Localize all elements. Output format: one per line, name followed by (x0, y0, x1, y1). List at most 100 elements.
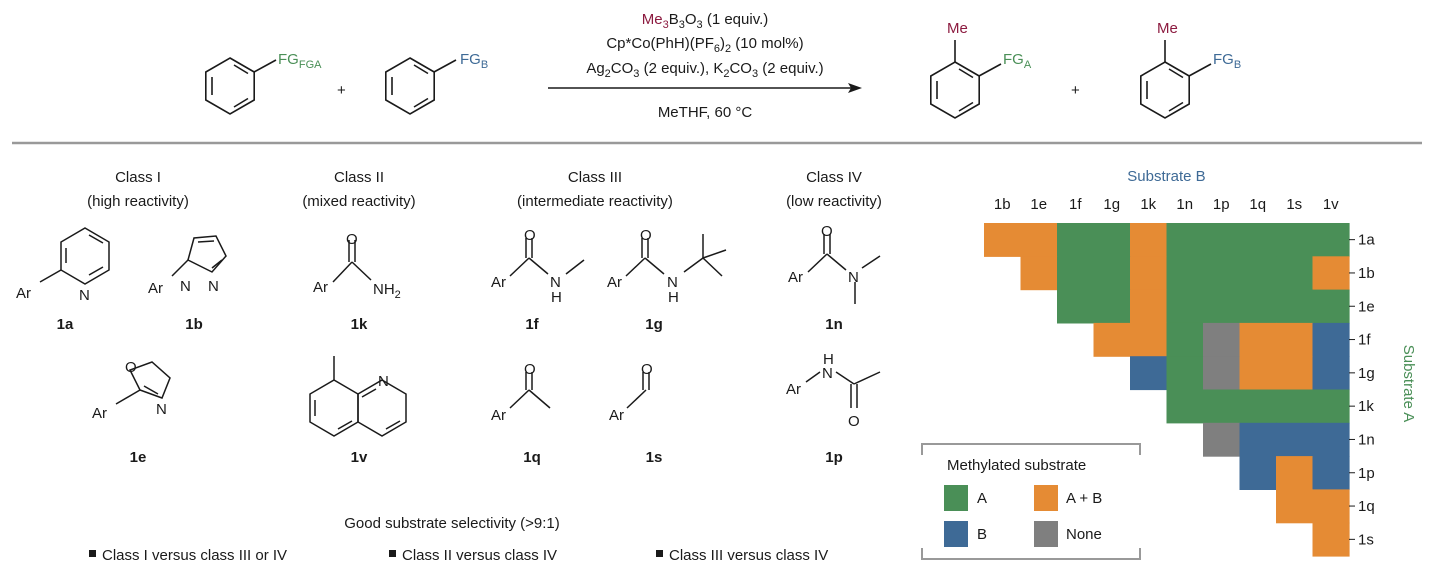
column-label: 1n (1176, 196, 1193, 213)
heatmap-cell (1312, 289, 1350, 324)
heatmap-cell (1312, 322, 1350, 357)
row-label: 1n (1358, 431, 1375, 448)
n-label: N (79, 287, 90, 304)
legend-label-b: B (977, 526, 987, 543)
heatmap-cell (1276, 456, 1314, 490)
column-label: 1q (1249, 196, 1266, 213)
ar-label: Ar (313, 279, 328, 296)
column-label: 1k (1140, 196, 1156, 213)
row-label: 1g (1358, 365, 1375, 382)
reactant-b: FGB (384, 51, 488, 115)
n-label: N (180, 278, 191, 295)
heatmap-cell (1239, 223, 1277, 257)
heatmap-cell (1276, 289, 1314, 324)
ar-label: Ar (786, 381, 801, 398)
class-4-name: Class IV (806, 169, 862, 186)
heatmap-cell (1166, 223, 1204, 257)
heatmap-cell (1130, 289, 1168, 324)
compound-label: 1n (825, 316, 843, 333)
heatmap-cell (1312, 223, 1350, 257)
bullet-icon (89, 550, 96, 557)
fg-a-product-label: FGA (1003, 51, 1032, 71)
row-label: 1k (1358, 398, 1374, 415)
ar-label: Ar (609, 407, 624, 424)
row-label: 1s (1358, 531, 1374, 548)
n-label: N (550, 274, 561, 291)
bullet-icon (389, 550, 396, 557)
heatmap-cell (1239, 289, 1277, 324)
heatmap-cell (1166, 389, 1204, 424)
selectivity-notes: Good substrate selectivity (>9:1) Class … (89, 515, 828, 564)
class-headers: Class I (high reactivity) Class II (mixe… (87, 169, 882, 210)
heatmap-cell (1276, 356, 1314, 391)
heatmap-cell (1203, 256, 1241, 291)
heatmap-cell (1312, 456, 1350, 490)
heatmap-cell (1093, 223, 1131, 257)
structure-1v (309, 356, 407, 437)
heatmap-cell (1276, 223, 1314, 257)
column-label: 1f (1069, 196, 1082, 213)
legend-title: Methylated substrate (947, 457, 1086, 474)
h-label: H (551, 289, 562, 306)
selectivity-title: Good substrate selectivity (>9:1) (344, 515, 560, 532)
heatmap-cell (1203, 289, 1241, 324)
reagent-line-3: Ag2CO3 (2 equiv.), K2CO3 (2 equiv.) (586, 60, 823, 80)
class-3-name: Class III (568, 169, 622, 186)
heatmap-cell (1312, 422, 1350, 457)
legend-swatch-b (944, 521, 968, 547)
heatmap-cell (1093, 256, 1131, 291)
structure-1k (332, 240, 372, 283)
methyl-label-2: Me (1157, 20, 1178, 37)
reaction-scheme: FGFGA + FGB Me3B3O3 (1 equiv.) Cp*Co(PhH… (205, 11, 1241, 121)
compound-label: 1k (351, 316, 368, 333)
column-label: 1g (1103, 196, 1120, 213)
bullet-icon (656, 550, 663, 557)
heatmap-cell (1020, 256, 1058, 291)
h-label: H (668, 289, 679, 306)
heatmap-cell (1312, 389, 1350, 424)
row-label: 1q (1358, 498, 1375, 515)
legend-swatch-a (944, 485, 968, 511)
n-label: N (822, 365, 833, 382)
class-1-name: Class I (115, 169, 161, 186)
selectivity-item: Class II versus class IV (402, 547, 557, 564)
heatmap-cell (1239, 356, 1277, 391)
legend-label-ab: A + B (1066, 490, 1102, 507)
n-label: N (378, 373, 389, 390)
heatmap-cell (1130, 223, 1168, 257)
o-label: O (641, 361, 653, 378)
ar-label: Ar (788, 269, 803, 286)
class-4-desc: (low reactivity) (786, 193, 882, 210)
fg-b-label: FGB (460, 51, 488, 71)
heatmap-cell (1276, 489, 1314, 524)
structure-1q (509, 372, 551, 409)
structure-1a (39, 227, 110, 285)
conditions-text: MeTHF, 60 °C (658, 104, 753, 121)
heatmap-cell (1239, 389, 1277, 424)
class-1-desc: (high reactivity) (87, 193, 189, 210)
structure-1g (625, 234, 727, 277)
heatmap-cell (1130, 356, 1168, 391)
class-2-name: Class II (334, 169, 384, 186)
row-label: 1b (1358, 265, 1375, 282)
heatmap-cell (1166, 289, 1204, 324)
heatmap-cell (1093, 322, 1131, 357)
heatmap-cell (1276, 322, 1314, 357)
ar-label: Ar (491, 274, 506, 291)
column-label: 1e (1030, 196, 1047, 213)
reactant-a: FGFGA (205, 51, 322, 115)
heatmap-cell (1057, 289, 1095, 324)
compound-labels: 1a 1b 1k 1f 1g 1n 1e 1v 1q 1s 1p (57, 316, 843, 466)
compound-label: 1s (646, 449, 663, 466)
ar-label: Ar (607, 274, 622, 291)
heatmap-cell (1203, 422, 1241, 457)
fg-b-product-label: FGB (1213, 51, 1241, 71)
heatmap-cell (1093, 289, 1131, 324)
o-label: O (524, 227, 536, 244)
h-label: H (823, 351, 834, 368)
n-label: N (848, 269, 859, 286)
structure-1s (626, 372, 650, 409)
row-label: 1f (1358, 332, 1371, 349)
n-label: N (667, 274, 678, 291)
